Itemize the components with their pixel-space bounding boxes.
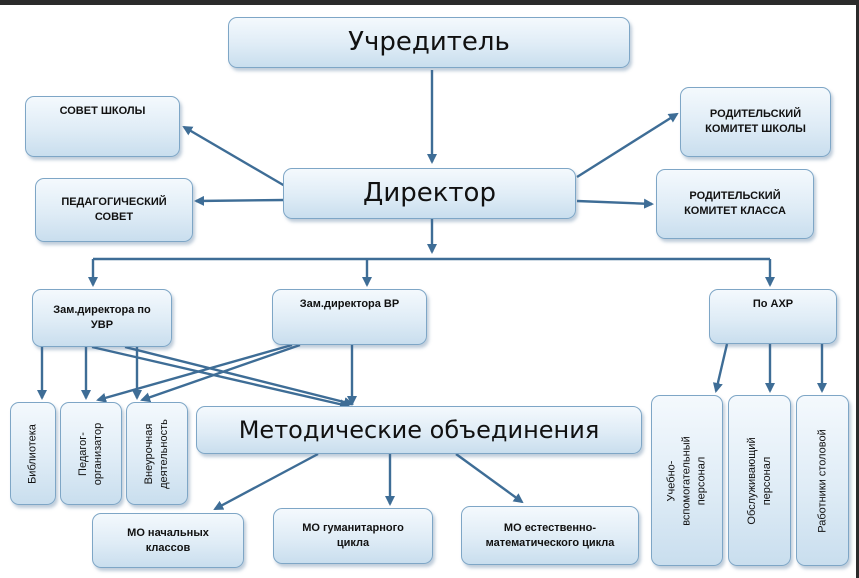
deputy-uvr-box: Зам.директора по УВР [32,289,172,347]
extracurricular-line1: Внеурочная [143,423,156,484]
arrow-methodical-primary [213,452,319,511]
extracurricular-line2: деятельность [158,418,170,489]
arrow-director-parent-school [576,112,679,179]
service-staff-line2: персонал [760,456,773,505]
organizer-line1: Педагог- [77,431,90,476]
ahr-label: По АХР [752,298,794,310]
extracurricular-box: Внеурочная деятельность [126,402,188,505]
arrow-director-school-council [182,125,286,188]
mo-humanities-line2: цикла [336,537,370,549]
support-staff-line2: вспомогательный [680,435,693,526]
arrow-vr-organizer [96,343,293,403]
arrow-uvr-methodical-b [91,345,350,410]
arrow-director-ped-council [194,195,286,206]
mo-humanities-line1: МО гуманитарного [302,522,404,535]
mo-primary-line2: классов [145,541,191,554]
methodical-label: Методические объединения [238,415,600,444]
organizer-line2: организатор [92,422,104,485]
ped-council-box: ПЕДАГОГИЧЕСКИЙ СОВЕТ [35,178,193,242]
methodical-associations-box: Методические объединения [196,406,642,454]
library-box: Библиотека [10,402,56,505]
canteen-staff-label: Работники столовой [816,428,829,533]
mo-science-box: МО естественно- математического цикла [461,506,639,565]
ped-council-line2: СОВЕТ [94,211,134,223]
support-staff-box: Учебно- вспомогательный персонал [651,395,723,566]
school-council-box: СОВЕТ ШКОЛЫ [25,96,180,157]
ped-council-line1: ПЕДАГОГИЧЕСКИЙ [61,196,167,209]
arrow-director-parent-class [576,198,654,209]
mo-primary-line1: МО начальных [127,526,209,539]
window-frame-top [0,0,859,5]
parent-committee-class-box: РОДИТЕЛЬСКИЙ КОМИТЕТ КЛАССА [656,169,814,239]
parent-class-line2: КОМИТЕТ КЛАССА [684,205,786,217]
school-council-label: СОВЕТ ШКОЛЫ [59,105,146,117]
deputy-vr-label: Зам.директора ВР [299,298,400,310]
mo-science-line2: математического цикла [485,536,615,549]
director-label: Директор [363,177,496,208]
founder-label: Учредитель [348,26,510,57]
parent-class-line1: РОДИТЕЛЬСКИЙ [689,190,781,203]
deputy-uvr-line1: Зам.директора по [53,304,151,317]
support-staff-line3: персонал [695,456,708,505]
arrow-ahr-support [712,343,729,393]
canteen-staff-box: Работники столовой [796,395,849,566]
parent-committee-school-box: РОДИТЕЛЬСКИЙ КОМИТЕТ ШКОЛЫ [680,87,831,157]
service-staff-line1: Обслуживающий [745,436,758,525]
founder-box: Учредитель [228,17,630,68]
mo-primary-box: МО начальных классов [92,513,244,568]
arrow-uvr-methodical-a [124,345,354,407]
arrow-methodical-science [455,453,524,504]
ahr-box: По АХР [709,289,837,344]
parent-school-line1: РОДИТЕЛЬСКИЙ [709,108,802,121]
mo-humanities-box: МО гуманитарного цикла [273,508,433,564]
library-label: Библиотека [26,423,39,484]
parent-school-line2: КОМИТЕТ ШКОЛЫ [705,123,806,135]
mo-science-line1: МО естественно- [503,521,597,534]
deputy-uvr-line2: УВР [90,319,114,331]
window-frame-right [856,0,859,578]
support-staff-line1: Учебно- [665,460,678,501]
director-box: Директор [283,168,576,219]
organizer-box: Педагог- организатор [60,402,122,505]
deputy-vr-box: Зам.директора ВР [272,289,427,345]
arrow-vr-extracurricular [140,343,301,403]
service-staff-box: Обслуживающий персонал [728,395,791,566]
